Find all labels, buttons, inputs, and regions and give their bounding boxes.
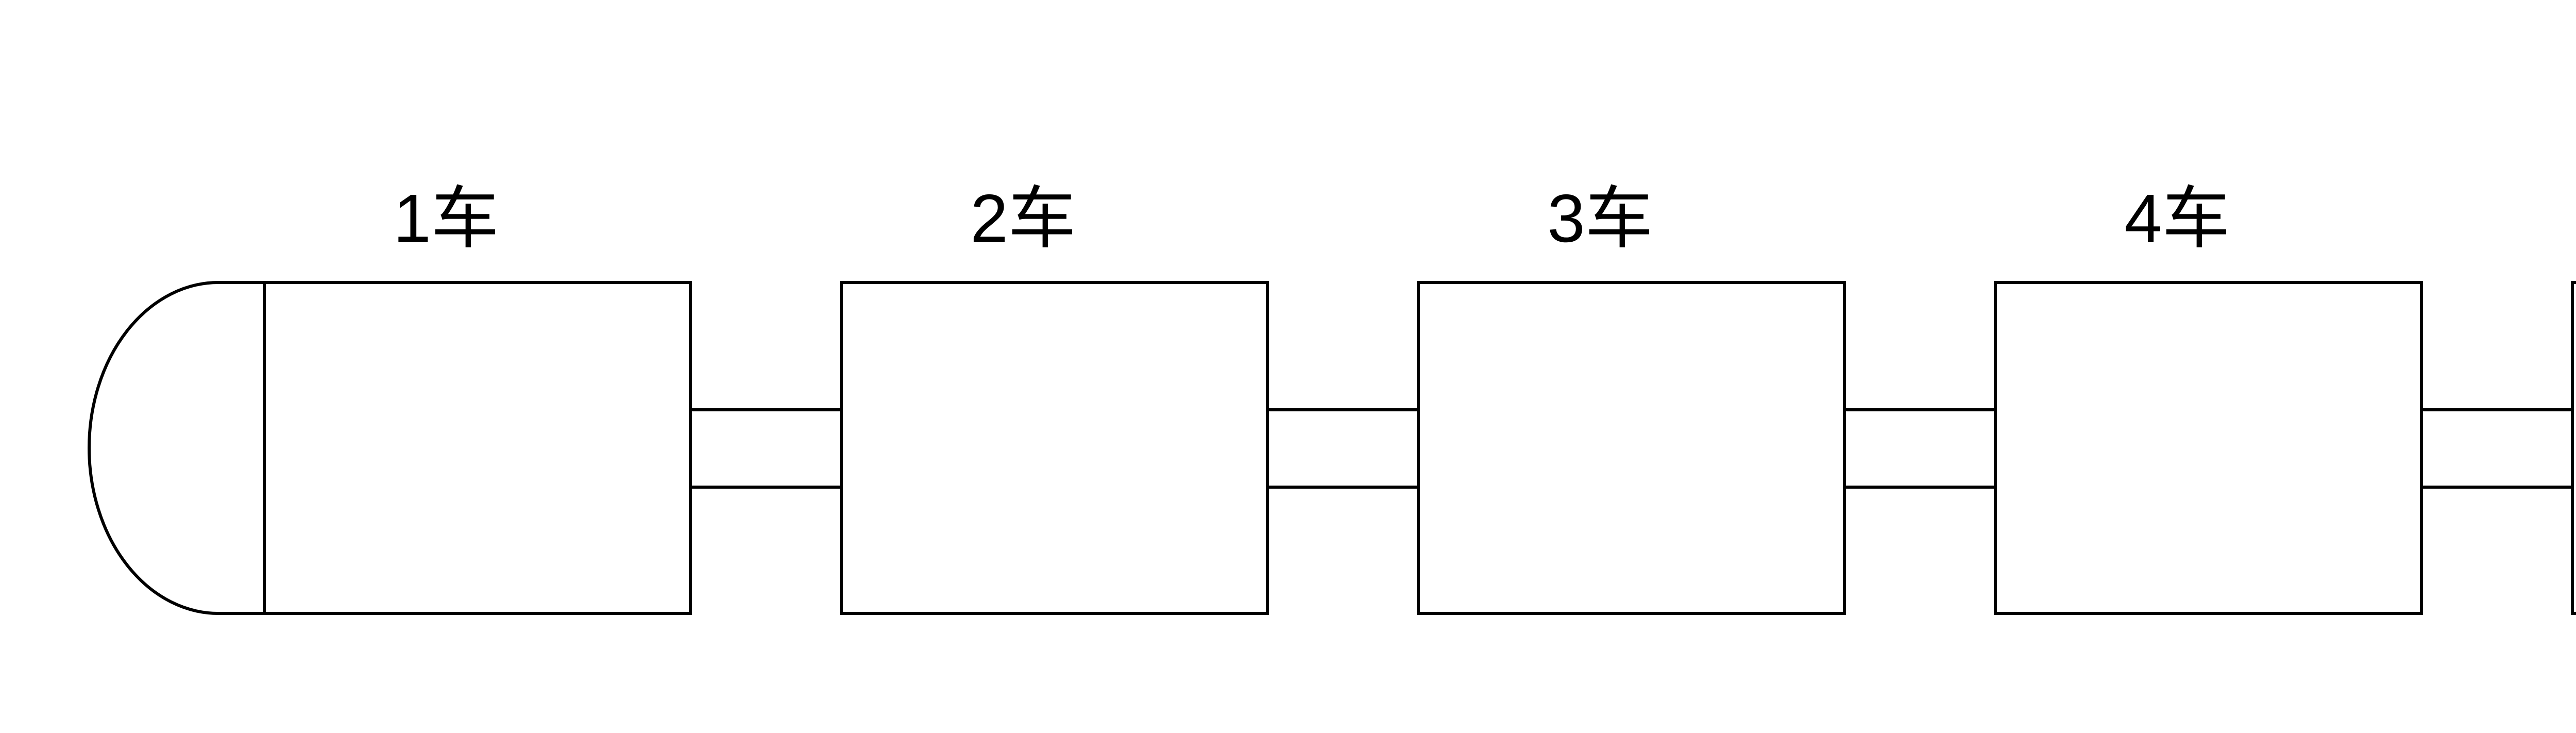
- coupler-3-4: [1844, 410, 1995, 487]
- car-body-5: [2572, 282, 2576, 613]
- coupler-2-3: [1267, 410, 1418, 487]
- car-label-4: 4车: [2124, 180, 2230, 256]
- car-label-3: 3车: [1547, 180, 1653, 256]
- car-body-1: [264, 282, 690, 613]
- car-label-2: 2车: [970, 180, 1076, 256]
- car-body-2: [841, 282, 1267, 613]
- car-label-1: 1车: [393, 180, 499, 256]
- coupler-1-2: [690, 410, 841, 487]
- front-nose-cap: [89, 282, 264, 613]
- coupler-4-5: [2421, 410, 2572, 487]
- car-body-4: [1995, 282, 2421, 613]
- car-body-3: [1418, 282, 1844, 613]
